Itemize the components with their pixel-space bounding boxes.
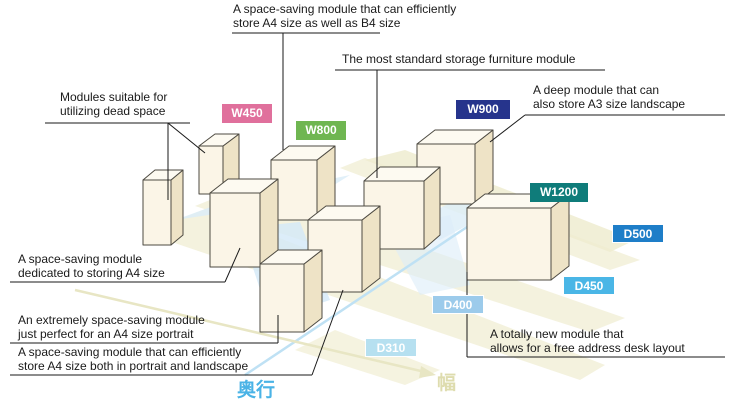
module-dead-space xyxy=(142,169,184,246)
leader-dead-space-b xyxy=(167,122,206,154)
depth-tag-d310: D310 xyxy=(365,338,417,357)
width-tag-w450: W450 xyxy=(222,104,272,123)
annotation-a4-portrait-text: An extremely space-saving module just pe… xyxy=(18,313,205,341)
module-w1200-wide-front xyxy=(466,207,552,281)
annotation-standard-text: The most standard storage furniture modu… xyxy=(342,52,576,66)
annotation-deep-text: A deep module that can also store A3 siz… xyxy=(533,83,686,111)
annotation-standard-module: The most standard storage furniture modu… xyxy=(342,52,575,66)
module-w1200-wide-side xyxy=(550,193,570,281)
module-a4-dedicated-front xyxy=(209,192,261,268)
module-dead-space-front xyxy=(142,179,172,246)
module-a4-dedicated-top xyxy=(209,178,279,194)
annotation-free-address-module: A totally new module that allows for a f… xyxy=(490,327,685,355)
leader-deep-drop xyxy=(489,114,526,143)
width-axis-label: 幅 xyxy=(437,373,457,394)
module-a4-both-side xyxy=(361,205,381,293)
annotation-a4-b4-text: A space-saving module that can efficient… xyxy=(233,2,457,30)
leader-lines xyxy=(10,32,725,376)
depth-arrow-line xyxy=(244,203,501,377)
annotation-dead-space-modules: Modules suitable for utilizing dead spac… xyxy=(60,90,167,118)
annotation-a4-dedicated-text: A space-saving module dedicated to stori… xyxy=(18,252,165,280)
modules xyxy=(142,129,570,333)
width-tag-w800: W800 xyxy=(296,121,346,140)
width-arrow-line xyxy=(74,288,426,374)
module-dead-space-top xyxy=(142,169,184,181)
module-a4-dedicated xyxy=(209,178,279,268)
depth-tag-d450: D450 xyxy=(563,276,615,295)
module-a4-portrait xyxy=(259,249,323,333)
annotation-free-address-text: A totally new module that allows for a f… xyxy=(490,327,685,355)
module-w1200-wide xyxy=(466,193,570,281)
leader-a4-both-up xyxy=(311,289,344,376)
annotation-deep-module: A deep module that can also store A3 siz… xyxy=(533,83,685,111)
width-arrow-head xyxy=(419,366,436,378)
depth-axis-label: 奥行 xyxy=(237,380,276,401)
annotation-a4-dedicated-module: A space-saving module dedicated to stori… xyxy=(18,252,165,280)
module-dead-space-side xyxy=(170,169,184,246)
module-a4-portrait-top xyxy=(259,249,323,265)
module-standard-w800-top xyxy=(270,145,336,161)
depth-tag-d500: D500 xyxy=(612,224,664,243)
annotation-dead-space-text: Modules suitable for utilizing dead spac… xyxy=(60,90,168,118)
module-standard-w800 xyxy=(270,145,336,221)
width-tag-w1200: W1200 xyxy=(530,183,588,202)
annotation-a4-both-module: A space-saving module that can efficient… xyxy=(18,345,248,373)
depth-tag-d400: D400 xyxy=(432,295,484,314)
module-deep-w900-top xyxy=(416,129,494,145)
annotation-a4-portrait-module: An extremely space-saving module just pe… xyxy=(18,313,205,341)
module-w450-tall-top xyxy=(198,133,240,147)
width-tag-w900: W900 xyxy=(456,100,510,119)
module-standard-center-top xyxy=(363,166,441,182)
leader-a4-dedicated-up xyxy=(224,247,241,283)
module-a4-portrait-front xyxy=(259,263,305,333)
annotation-a4-both-text: A space-saving module that can efficient… xyxy=(18,345,249,373)
module-a4-both-top xyxy=(307,205,381,221)
annotation-a4-b4-module: A space-saving module that can efficient… xyxy=(233,2,456,30)
